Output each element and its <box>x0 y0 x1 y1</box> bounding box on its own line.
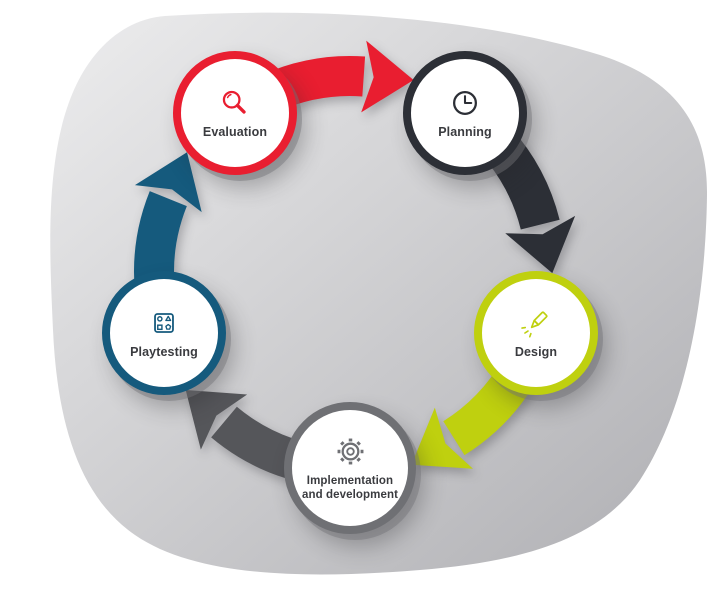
arrowhead <box>185 389 248 450</box>
magnifier-icon <box>218 86 252 120</box>
stage-label: Planning <box>438 125 492 139</box>
arrowhead <box>134 152 202 213</box>
stage-label: Playtesting <box>130 345 198 359</box>
shapes-card-icon <box>147 306 181 340</box>
arrowhead <box>505 215 576 274</box>
arrow-planning-to-design <box>480 127 576 274</box>
stage-label: Evaluation <box>202 125 268 139</box>
stage-label: Design <box>514 345 558 359</box>
stage-evaluation: Evaluation <box>173 51 297 175</box>
clock-icon <box>448 86 482 120</box>
stage-playtesting: Playtesting <box>102 271 226 395</box>
pen-tool-icon <box>519 306 553 340</box>
stage-implementation: Implementation and development <box>284 402 416 534</box>
arrowhead <box>361 40 414 113</box>
stage-label: Implementation and development <box>301 475 399 501</box>
stage-design: Design <box>474 271 598 395</box>
gear-icon <box>332 433 369 470</box>
stage-planning: Planning <box>403 51 527 175</box>
arrowhead <box>411 407 473 469</box>
